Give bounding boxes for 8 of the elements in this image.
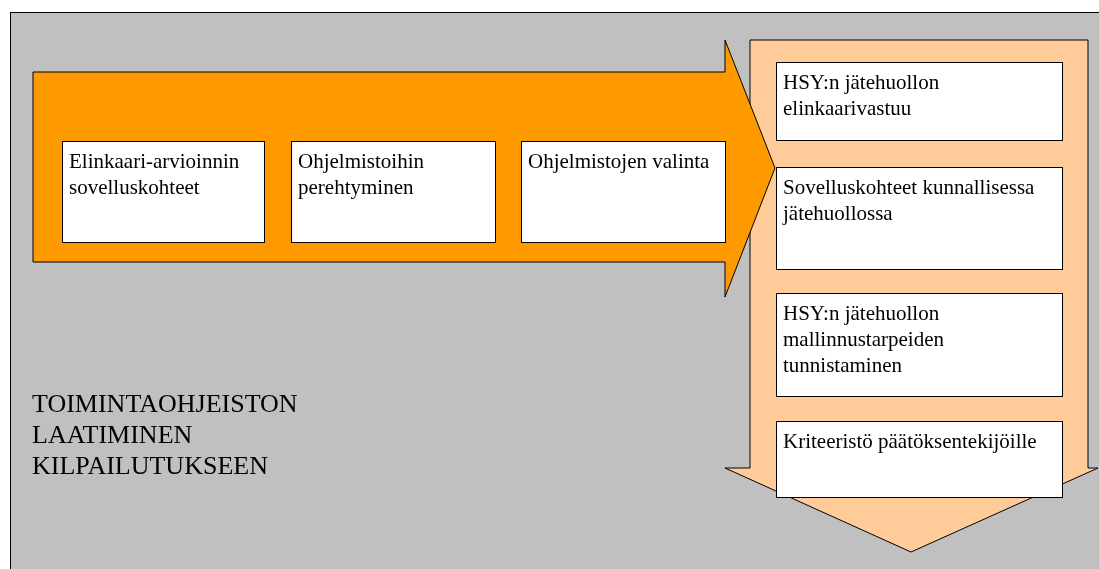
text-box: HSY:n jätehuollon elinkaarivastuu: [776, 62, 1063, 141]
text-box: Ohjelmistojen valinta: [521, 141, 726, 243]
text-box: Kriteeristö päätöksentekijöille: [776, 421, 1063, 498]
text-box: HSY:n jätehuollon mallinnustarpeiden tunnistaminen: [776, 293, 1063, 397]
text-box: Ohjelmistoihin perehtyminen: [291, 141, 496, 243]
text-box: Elinkaari-arvioinnin sovelluskohteet: [62, 141, 265, 243]
heading-text: TOIMINTAOHJEISTON LAATIMINEN KILPAILUTUKSEEN: [32, 388, 299, 481]
text-box: Sovelluskohteet kunnallisessa jätehuollossa: [776, 167, 1063, 270]
